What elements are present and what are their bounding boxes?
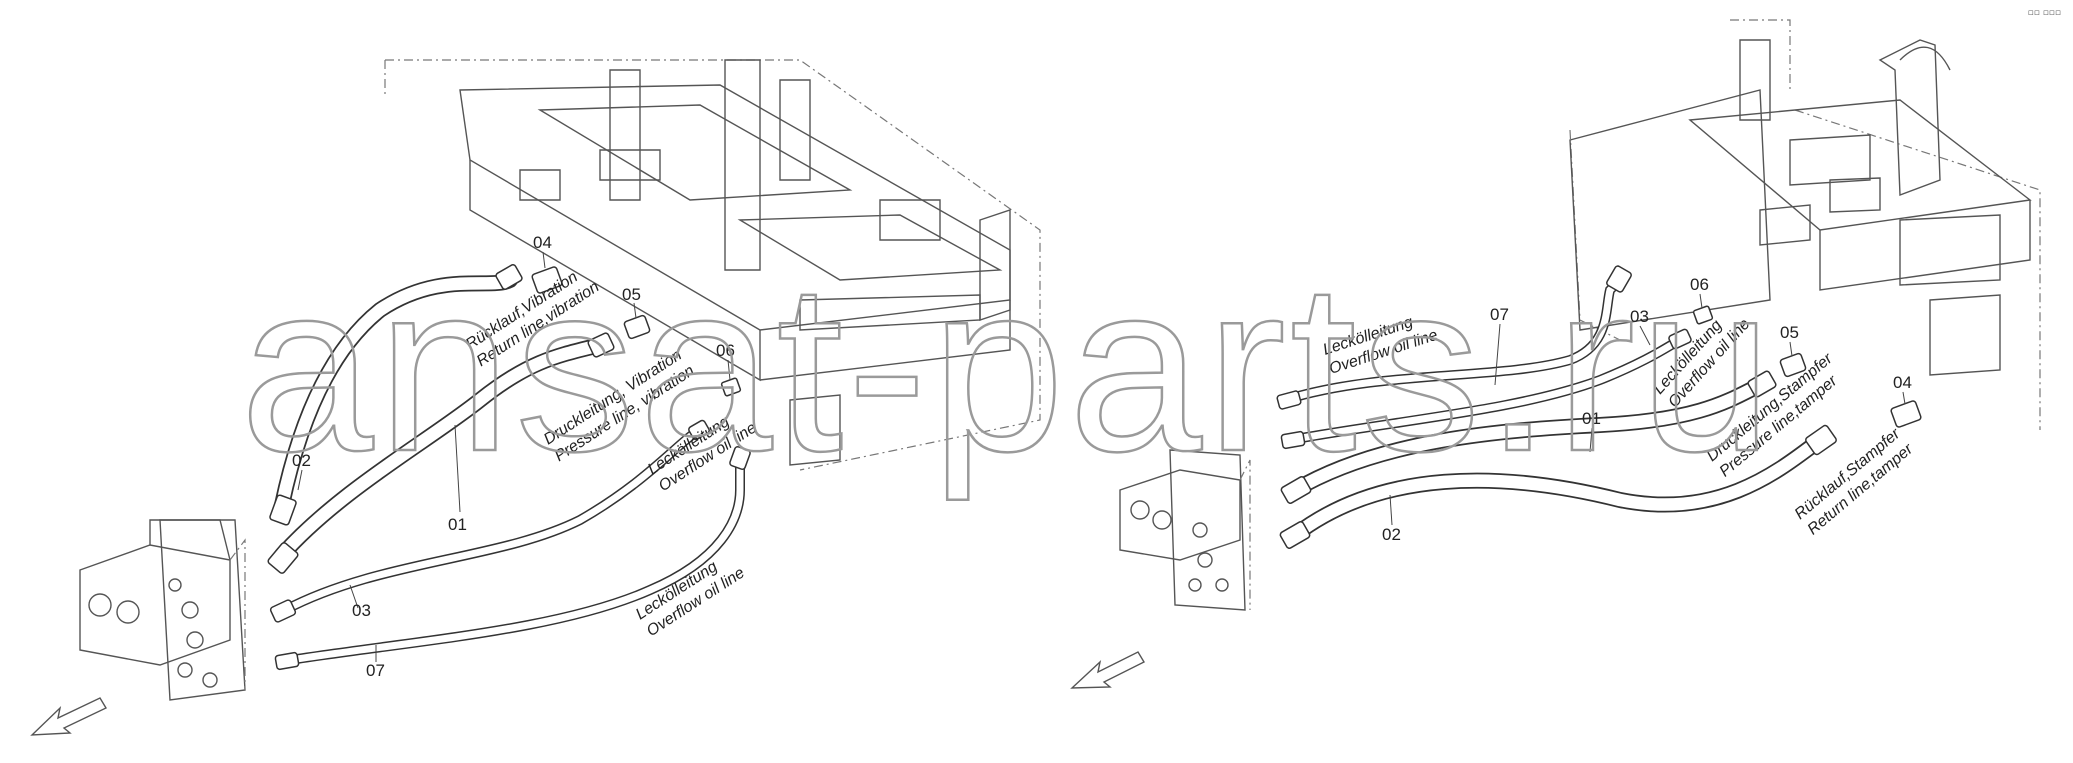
left-part-06: 06 [716, 341, 735, 360]
left-part-04: 04 [533, 233, 552, 252]
right-part-07: 07 [1490, 305, 1509, 324]
right-part-02: 02 [1382, 525, 1401, 544]
right-part-01: 01 [1582, 409, 1601, 428]
left-part-05: 05 [622, 285, 641, 304]
left-part-02: 02 [292, 451, 311, 470]
corner-mark: ▫▫ ▫▫▫ [2027, 8, 2061, 18]
left-valve-block [79, 519, 246, 701]
right-hoses [1276, 265, 1922, 549]
right-part-03: 03 [1630, 307, 1649, 326]
right-part-06: 06 [1690, 275, 1709, 294]
left-part-03: 03 [352, 601, 371, 620]
right-direction-arrow-icon [1070, 651, 1145, 689]
watermark-text: ansat-parts.ru [240, 233, 1777, 501]
left-leaders [297, 251, 731, 662]
left-hoses [267, 264, 751, 671]
right-valve-block [1119, 449, 1251, 611]
right-part-05: 05 [1780, 323, 1799, 342]
left-direction-arrow-icon [30, 697, 107, 736]
left-part-07: 07 [366, 661, 385, 680]
right-part-04: 04 [1893, 373, 1912, 392]
left-part-01: 01 [448, 515, 467, 534]
left-frame-drawing [384, 59, 1041, 471]
right-leaders [1389, 293, 1906, 526]
right-frame-drawing [1569, 19, 2041, 430]
